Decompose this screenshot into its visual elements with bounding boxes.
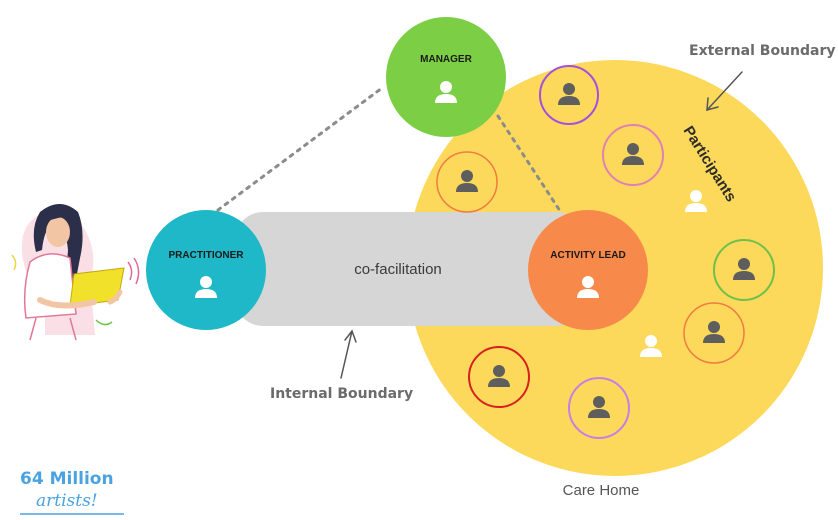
co-facilitation-label: co-facilitation bbox=[354, 261, 442, 278]
manager-node: MANAGER bbox=[386, 17, 506, 137]
participant-ring bbox=[683, 302, 745, 364]
dotted-link-manager-activity-lead bbox=[496, 114, 564, 216]
participant-ring bbox=[468, 346, 530, 408]
practitioner-node: PRACTITIONER bbox=[146, 210, 266, 330]
participant-ring bbox=[436, 151, 498, 213]
participant-ring bbox=[539, 65, 599, 125]
care-home-label: Care Home bbox=[563, 482, 640, 499]
activity-lead-node: ACTIVITY LEAD bbox=[528, 210, 648, 330]
external-boundary-arrow bbox=[706, 71, 743, 112]
participant-ring bbox=[713, 239, 775, 301]
logo-line-1: 64 Million bbox=[20, 469, 114, 489]
64-million-artists-logo: 64 Million artists! bbox=[20, 469, 124, 515]
internal-boundary-arrow bbox=[340, 329, 357, 379]
dotted-link-practitioner-manager bbox=[216, 86, 384, 212]
internal-boundary-label: Internal Boundary bbox=[270, 386, 413, 402]
participant-ring bbox=[602, 124, 664, 186]
practitioner-illustration bbox=[11, 204, 140, 341]
participant-ring bbox=[568, 377, 630, 439]
practitioner-label: PRACTITIONER bbox=[169, 250, 245, 261]
activity-lead-label: ACTIVITY LEAD bbox=[550, 250, 625, 261]
external-boundary-label: External Boundary bbox=[689, 43, 836, 59]
logo-line-2: artists! bbox=[36, 491, 98, 511]
co-facilitation-connector bbox=[235, 212, 585, 326]
manager-label: MANAGER bbox=[420, 54, 472, 65]
